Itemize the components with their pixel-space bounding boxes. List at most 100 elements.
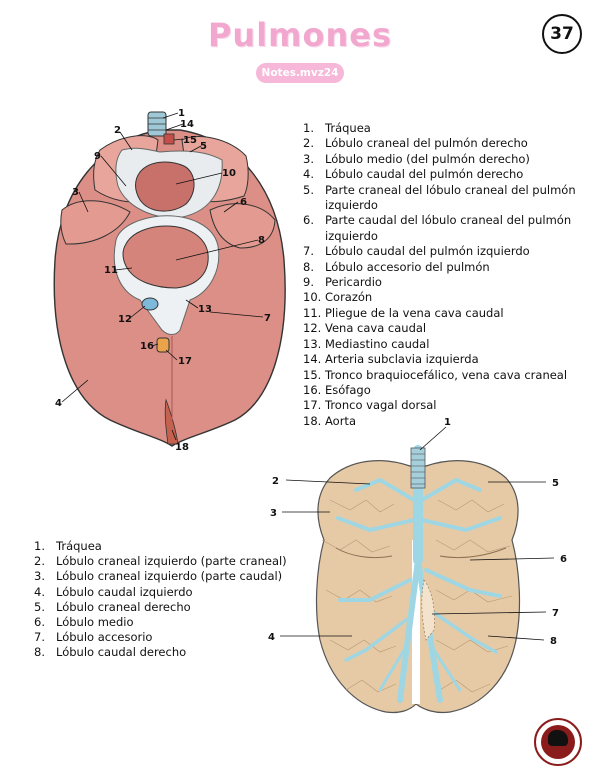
legend-item: 2. Lóbulo craneal del pulmón derecho [303,136,588,151]
accessory-lobe-2 [421,579,435,641]
fig2-label-3: 3 [270,508,277,519]
legend-text: Tronco vagal dorsal [325,398,437,413]
fig1-label-18: 18 [175,442,189,453]
legend-number: 18. [303,413,322,428]
aorta [164,398,179,445]
legend-text: Arteria subclavia izquierda [325,352,479,367]
legend-number: 13. [303,336,322,351]
legend-item: 6.Lóbulo medio [34,615,304,630]
right-lobe-fissure [439,547,507,559]
legend-text: Lóbulo craneal izquierdo (parte caudal) [56,569,283,584]
legend-number: 6. [34,615,45,630]
legend-number: 4. [34,584,45,599]
fig2-label-7: 7 [552,608,559,619]
fig2-label-6: 6 [560,554,567,565]
brand-logo [534,718,582,766]
legend-number: 12. [303,321,322,336]
fig1-label-3: 3 [72,187,79,198]
page-number: 37 [542,14,582,54]
fig2-label-1: 1 [444,417,451,428]
legend-number: 16. [303,382,322,397]
legend-item: 8. Lóbulo accesorio del pulmón [303,260,588,275]
fig1-label-1: 1 [178,108,185,119]
legend-text: Lóbulo caudal del pulmón izquierdo [325,244,530,259]
legend-text: Tronco braquiocefálico, vena cava cranea… [325,367,568,382]
legend-item: 4.Lóbulo caudal izquierdo [34,585,304,600]
legend-item: 16.Esófago [303,383,588,398]
legend-number: 1. [34,539,45,553]
fig1-label-10: 10 [222,168,236,179]
legend-item: 18.Aorta [303,414,588,429]
legend-number: 1. [303,121,314,135]
fig1-label-4: 4 [55,398,62,409]
fig1-label-14: 14 [180,119,194,130]
legend-item: 13.Mediastino caudal [303,337,588,352]
legend-text: Lóbulo craneal del pulmón derecho [325,136,528,151]
legend-item: 14.Arteria subclavia izquierda [303,352,588,367]
legend-item: 15.Tronco braquiocefálico, vena cava cra… [303,368,588,383]
legend-number: 15. [303,367,322,382]
legend-text: Lóbulo medio (del pulmón derecho) [325,151,530,166]
fig1-label-9: 9 [94,151,101,162]
legend-number: 2. [303,136,314,151]
legend-number: 8. [34,645,45,660]
legend-item: 9. Pericardio [303,275,588,290]
heart [135,161,195,212]
lobe-middle-right [60,200,131,245]
legend-number: 14. [303,352,322,367]
legend-number: 17. [303,398,322,413]
legend-item: 17.Tronco vagal dorsal [303,398,588,413]
lobe-cranial-left-caudal [209,203,276,249]
fig1-label-8: 8 [258,235,265,246]
legend-text: Lóbulo accesorio del pulmón [325,259,490,274]
caudal-vena-cava [141,297,159,311]
legend-text: Pericardio [325,275,382,290]
legend-number: 7. [34,630,45,645]
legend-number: 8. [303,259,314,274]
fig2-label-5: 5 [552,478,559,489]
author-badge: Notes.mvz24 [256,63,344,83]
legend-item: 1.Tráquea [34,539,304,554]
legend-number: 6. [303,213,314,228]
legend-number: 9. [303,275,314,290]
legend-text: Lóbulo craneal izquierdo (parte craneal) [56,554,287,569]
legend-text: Parte caudal del lóbulo craneal del pulm… [325,213,572,243]
accessory-lobe [122,225,209,289]
legend-text: Esófago [325,382,371,397]
legend-item: 7. Lóbulo accesorio [34,630,304,645]
legend-item: 5.Parte craneal del lóbulo craneal del p… [303,183,588,214]
fig1-label-11: 11 [104,265,118,276]
legend-item: 10.Corazón [303,290,588,305]
legend-text: Pliegue de la vena cava caudal [325,305,504,320]
page-title: Pulmones [207,16,393,54]
fig1-label-7: 7 [264,313,271,324]
fig2-label-4: 4 [268,632,275,643]
legend-text: Corazón [325,290,373,305]
legend-item: 2.Lóbulo craneal izquierdo (parte cranea… [34,554,304,569]
legend-number: 3. [34,569,45,584]
legend-item: 12.Vena cava caudal [303,321,588,336]
esophagus [156,337,170,353]
legend-number: 3. [303,151,314,166]
fig1-label-16: 16 [140,341,154,352]
legend-text: Lóbulo caudal derecho [56,645,187,660]
legend-text: Lóbulo craneal derecho [56,599,191,614]
legend-item: 1.Tráquea [303,121,588,136]
fig1-label-6: 6 [240,197,247,208]
legend-item: 7. Lóbulo caudal del pulmón izquierdo [303,244,588,259]
fig1-label-17: 17 [178,356,192,367]
legend-number: 7. [303,244,314,259]
legend-text: Mediastino caudal [325,336,430,351]
legend-number: 11. [303,305,322,320]
legend-text: Parte craneal del lóbulo craneal del pul… [325,182,576,213]
legend-number: 10. [303,290,322,305]
legend-number: 5. [34,599,45,614]
legend-item: 11.Pliegue de la vena cava caudal [303,306,588,321]
legend-text: Lóbulo caudal del pulmón derecho [325,167,524,182]
legend-text: Lóbulo accesorio [56,630,153,645]
legend-item: 8. Lóbulo caudal derecho [34,645,304,660]
legend-text: Vena cava caudal [325,321,427,336]
legend-item: 6. Parte caudal del lóbulo craneal del pu… [303,213,588,244]
